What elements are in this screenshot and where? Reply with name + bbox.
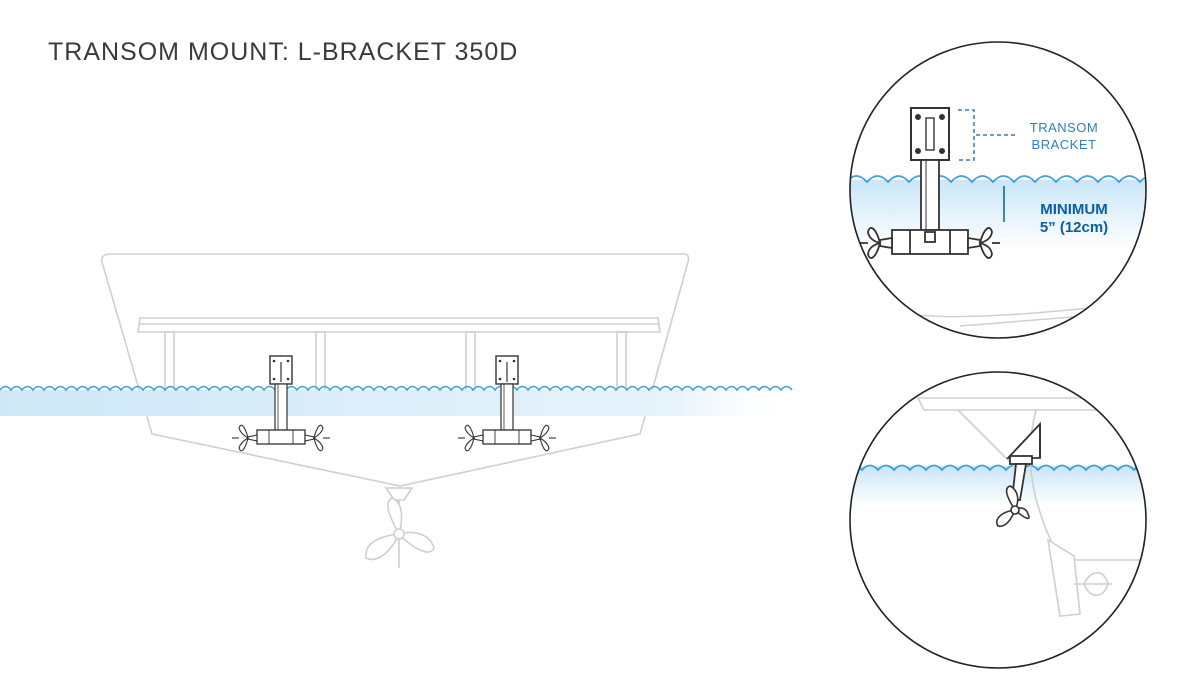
bracket-label-line2: BRACKET [1032, 137, 1097, 152]
waterline-wave [850, 464, 1146, 472]
transducer-icon [860, 227, 1000, 259]
bracket-icon [910, 107, 950, 231]
boat-hull-icon [100, 253, 690, 487]
propeller-icon [365, 487, 435, 568]
depth-label-line2: 5” (12cm) [1040, 219, 1108, 236]
magnifier-circle-icon [849, 371, 1147, 669]
waterline-wave [0, 385, 793, 392]
waterline-wave [850, 175, 1146, 184]
transducer-icon [996, 485, 1030, 528]
magnifier-circle-icon: TRANSOM BRACKET MINIMUM 5” (12cm) [849, 41, 1147, 339]
depth-label-line1: MINIMUM [1040, 201, 1108, 218]
page-title: TRANSOM MOUNT: L-BRACKET 350D [48, 38, 519, 66]
water-surface [850, 466, 1146, 506]
water-surface [0, 390, 796, 416]
bracket-callout [958, 109, 1018, 161]
bracket-label-line1: TRANSOM [1030, 120, 1099, 135]
